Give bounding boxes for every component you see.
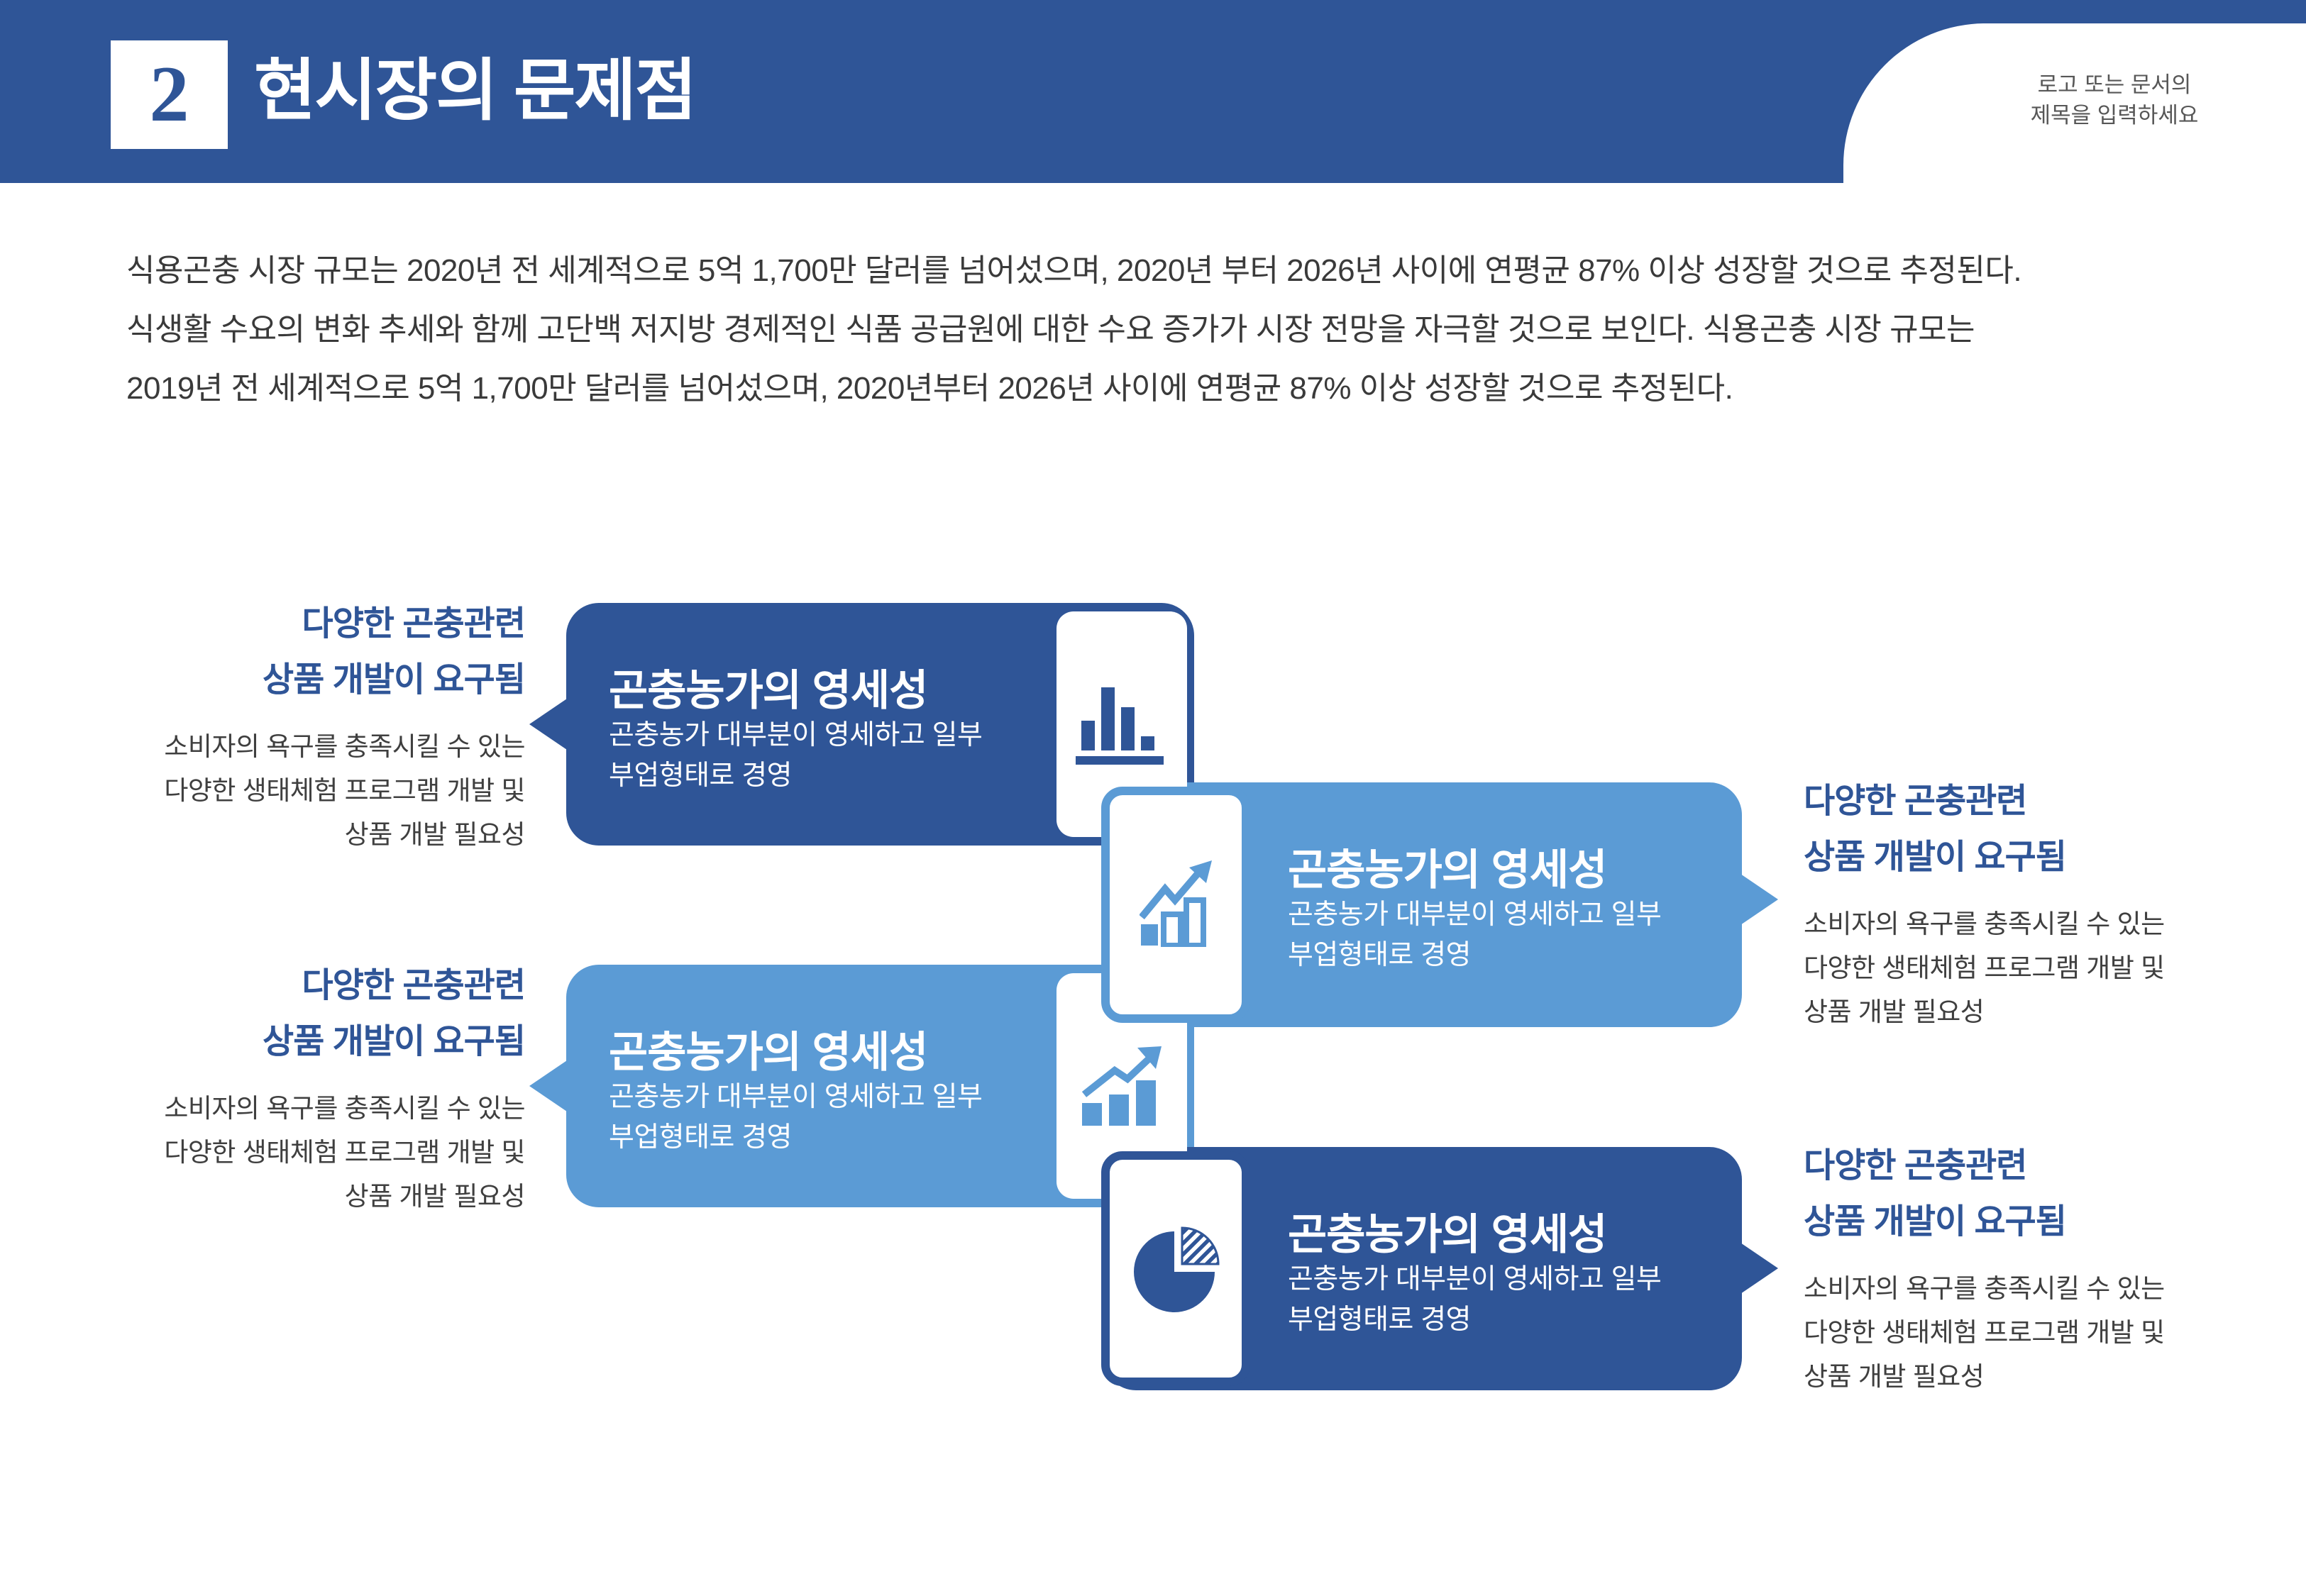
card-4-pointer <box>1740 1243 1778 1294</box>
note-1-title: 다양한 곤충관련 상품 개발이 요구됨 <box>263 605 526 699</box>
card-1-pointer <box>529 699 567 750</box>
card-4-title: 곤충농가의 영세성 <box>1288 1211 1607 1258</box>
bar-chart-icon <box>1076 687 1164 765</box>
note-4-title: 다양한 곤충관련 상품 개발이 요구됨 <box>1804 1147 2067 1241</box>
header-corner-shape <box>1843 23 2306 321</box>
card-4-desc: 곤충농가 대부분이 영세하고 일부 부업형태로 경영 <box>1288 1264 1662 1335</box>
intro-line: 식생활 수요의 변화 추세와 함께 고단백 저지방 경제적인 식품 공급원에 대… <box>126 312 1975 347</box>
card-2-title: 곤충농가의 영세성 <box>1288 846 1607 894</box>
card-2-icon-panel <box>1101 787 1250 1023</box>
pie-chart-icon <box>1134 1226 1220 1312</box>
card-3-desc: 곤충농가 대부분이 영세하고 일부 부업형태로 경영 <box>609 1082 983 1153</box>
card-2-pointer <box>1740 874 1778 925</box>
note-4-body: 소비자의 욕구를 충족시킬 수 있는 다양한 생태체험 프로그램 개발 및 상품… <box>1804 1274 2165 1391</box>
card-3-title: 곤충농가의 영세성 <box>609 1029 928 1076</box>
page-title: 현시장의 문제점 <box>254 53 697 128</box>
card-4-icon-panel <box>1101 1151 1250 1386</box>
slide-number-box: 2 <box>111 40 228 149</box>
bar-growth-arrow-icon <box>1082 1046 1162 1126</box>
note-3-body: 소비자의 욕구를 충족시킬 수 있는 다양한 생태체험 프로그램 개발 및 상품… <box>164 1094 525 1211</box>
note-block-4: 다양한 곤충관련 상품 개발이 요구됨 소비자의 욕구를 충족시킬 수 있는 다… <box>1804 1138 2244 1399</box>
intro-line: 2019년 전 세계적으로 5억 1,700만 달러를 넘어섰으며, 2020년… <box>126 371 1733 406</box>
note-block-1: 다양한 곤충관련 상품 개발이 요구됨 소비자의 욕구를 충족시킬 수 있는 다… <box>99 596 526 857</box>
intro-line: 식용곤충 시장 규모는 2020년 전 세계적으로 5억 1,700만 달러를 … <box>126 253 2022 288</box>
note-3-title: 다양한 곤충관련 상품 개발이 요구됨 <box>263 967 526 1060</box>
line-growth-arrow-icon <box>1140 860 1212 947</box>
slide-number: 2 <box>149 50 189 138</box>
logo-placeholder-text: 로고 또는 문서의 제목을 입력하세요 <box>2030 72 2199 128</box>
intro-paragraph: 식용곤충 시장 규모는 2020년 전 세계적으로 5억 1,700만 달러를 … <box>126 241 2241 418</box>
note-block-2: 다양한 곤충관련 상품 개발이 요구됨 소비자의 욕구를 충족시킬 수 있는 다… <box>1804 773 2244 1034</box>
note-2-body: 소비자의 욕구를 충족시킬 수 있는 다양한 생태체험 프로그램 개발 및 상품… <box>1804 909 2165 1026</box>
card-2-desc: 곤충농가 대부분이 영세하고 일부 부업형태로 경영 <box>1288 899 1662 970</box>
note-2-title: 다양한 곤충관련 상품 개발이 요구됨 <box>1804 782 2067 876</box>
note-1-body: 소비자의 욕구를 충족시킬 수 있는 다양한 생태체험 프로그램 개발 및 상품… <box>164 732 525 849</box>
card-1-desc: 곤충농가 대부분이 영세하고 일부 부업형태로 경영 <box>609 720 983 791</box>
note-block-3: 다양한 곤충관련 상품 개발이 요구됨 소비자의 욕구를 충족시킬 수 있는 다… <box>99 958 526 1219</box>
card-1-title: 곤충농가의 영세성 <box>609 667 928 714</box>
card-3-pointer <box>529 1060 567 1112</box>
